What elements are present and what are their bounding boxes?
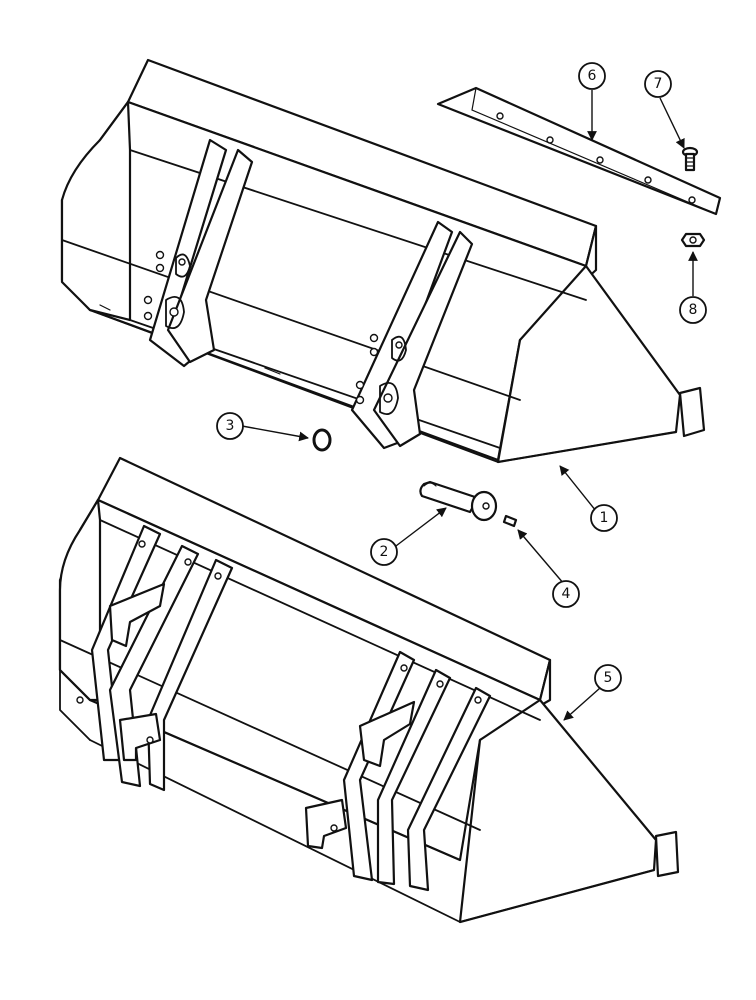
callout-6: 6 xyxy=(578,62,606,90)
svg-text:6: 6 xyxy=(588,68,597,84)
callout-3: 3 xyxy=(216,412,244,440)
svg-text:8: 8 xyxy=(689,302,698,318)
svg-text:5: 5 xyxy=(604,670,613,686)
lower-bucket xyxy=(58,456,680,924)
svg-text:1: 1 xyxy=(600,510,609,526)
spring-pin xyxy=(502,514,518,528)
upper-bucket xyxy=(60,58,706,464)
callout-2: 2 xyxy=(370,538,398,566)
callout-7: 7 xyxy=(644,70,672,98)
svg-text:2: 2 xyxy=(380,544,389,560)
callout-5: 5 xyxy=(594,664,622,692)
svg-text:3: 3 xyxy=(226,418,235,434)
callout-4: 4 xyxy=(552,580,580,608)
o-ring xyxy=(312,428,332,452)
callout-8: 8 xyxy=(679,296,707,324)
bolt-on-cutting-edge xyxy=(436,86,722,216)
hex-nut xyxy=(680,232,706,248)
retaining-pin xyxy=(419,480,498,522)
callout-1: 1 xyxy=(590,504,618,532)
svg-text:7: 7 xyxy=(654,76,663,92)
plow-bolt xyxy=(681,146,699,172)
svg-text:4: 4 xyxy=(562,586,571,602)
